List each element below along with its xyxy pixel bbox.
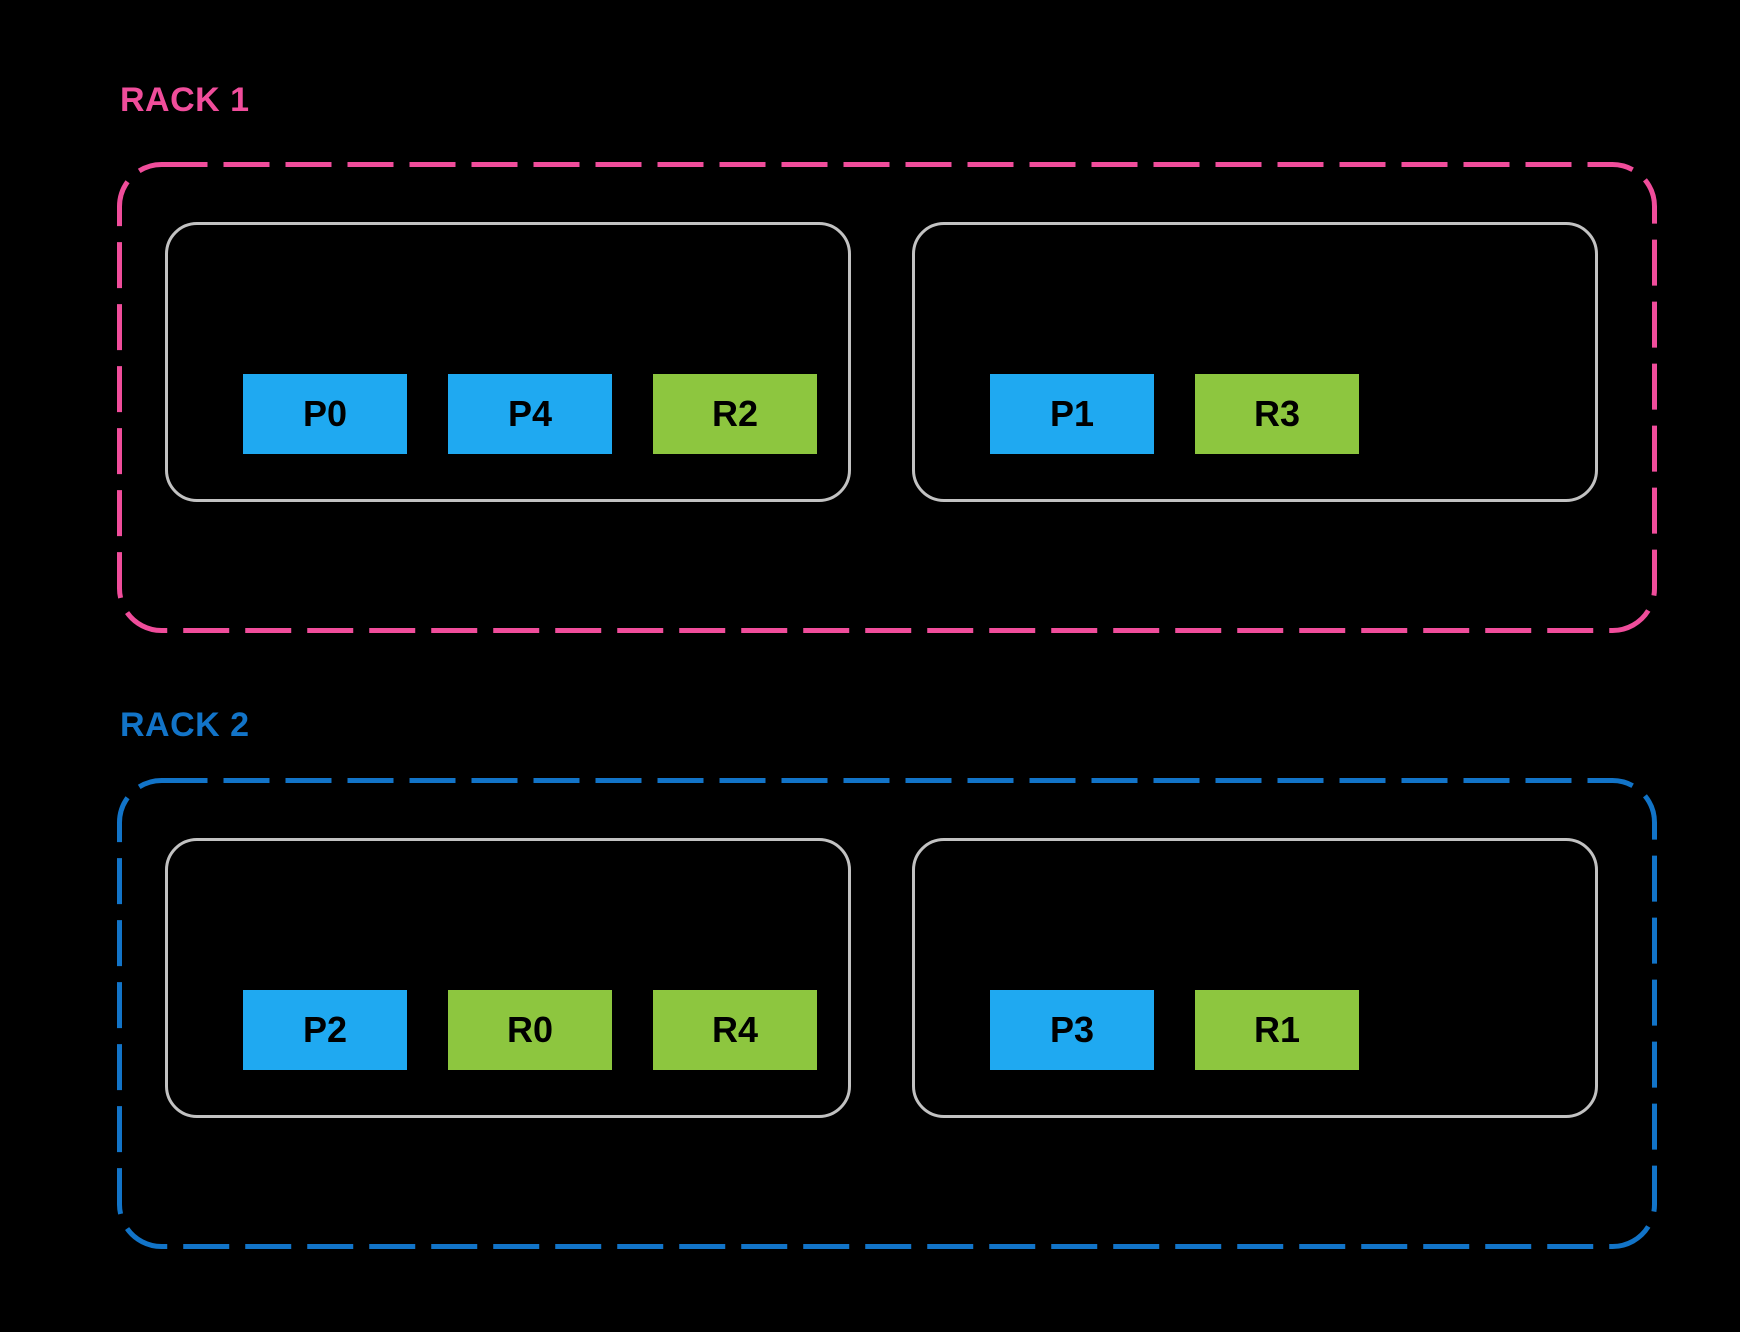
rack-2: RACK 2 P2 R0 R4 P3 R1 [0, 705, 1740, 1249]
rack-1-host-1: P0 P4 R2 [165, 222, 851, 502]
rack-2-label: RACK 2 [120, 706, 250, 744]
box-p4: P4 [448, 374, 612, 454]
rack-2-boundary: P2 R0 R4 P3 R1 [117, 778, 1657, 1249]
box-r2: R2 [653, 374, 817, 454]
box-p2: P2 [243, 990, 407, 1070]
box-p0: P0 [243, 374, 407, 454]
rack-1-boundary: P0 P4 R2 P1 R3 [117, 162, 1657, 633]
rack-1-dashed-border [117, 162, 1657, 633]
box-p1: P1 [990, 374, 1154, 454]
rack-2-hosts-row: P2 R0 R4 P3 R1 [117, 778, 1657, 1118]
rack-1-host-2: P1 R3 [912, 222, 1598, 502]
box-r1: R1 [1195, 990, 1359, 1070]
rack-2-dashed-border [117, 778, 1657, 1249]
rack-1: RACK 1 P0 P4 R2 P1 R3 [0, 80, 1740, 633]
box-p3: P3 [990, 990, 1154, 1070]
rack-1-hosts-row: P0 P4 R2 P1 R3 [117, 162, 1657, 502]
rack-2-host-2: P3 R1 [912, 838, 1598, 1118]
rack-1-label: RACK 1 [120, 81, 250, 119]
rack-2-dashed-rect [117, 778, 1657, 1249]
box-r0: R0 [448, 990, 612, 1070]
rack-2-host-1: P2 R0 R4 [165, 838, 851, 1118]
rack-1-dashed-rect [117, 162, 1657, 633]
box-r4: R4 [653, 990, 817, 1070]
box-r3: R3 [1195, 374, 1359, 454]
